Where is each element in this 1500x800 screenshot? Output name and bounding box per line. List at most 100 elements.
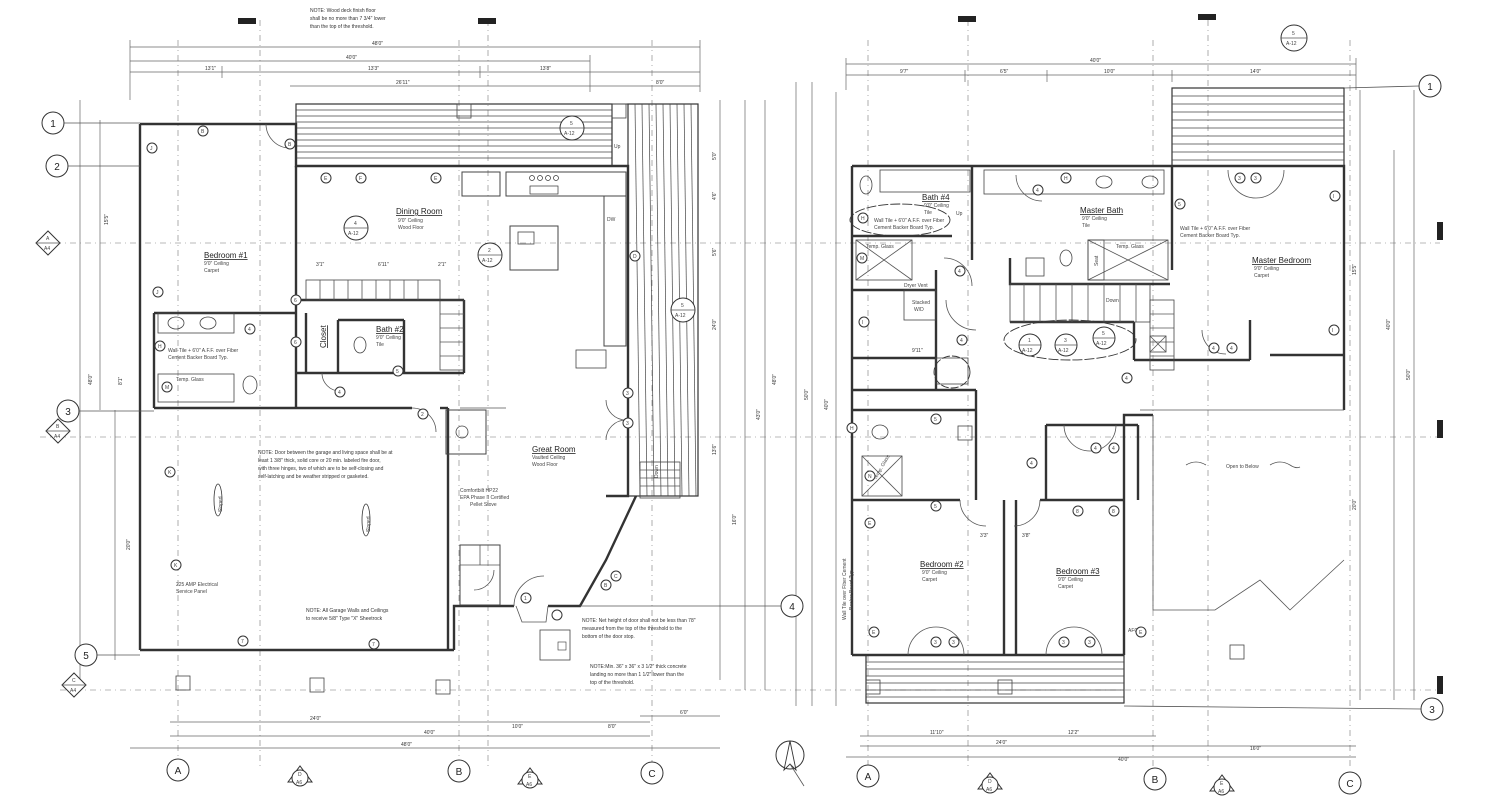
grid-row-label: 1: [1427, 82, 1433, 93]
section-marker: [238, 18, 256, 24]
room-ceiling: Vaulted Ceiling: [532, 455, 565, 461]
detail-number: 1: [1028, 338, 1031, 344]
section-marker: [1437, 420, 1443, 438]
dim-text: 9'7": [900, 69, 909, 75]
stove-label-line: EPA Phase II Certified: [460, 495, 509, 501]
window-tag: 1: [524, 596, 527, 602]
grid-col-label: C: [648, 769, 655, 780]
room-name: Closet: [319, 325, 328, 348]
grid-row-label: 2: [54, 162, 60, 173]
detail-sheet: A-12: [482, 258, 493, 264]
afci-label: AFCI: [1128, 628, 1139, 634]
door-tag: B: [604, 583, 608, 589]
section-letter: E: [528, 774, 532, 780]
section-marker: [1437, 676, 1443, 694]
dim-text: 4'6": [712, 191, 718, 200]
door-tag: E: [324, 176, 328, 182]
window-tag: 3: [1238, 176, 1241, 182]
dim-text: 16'0": [732, 514, 738, 525]
dim-text: 40'0": [1118, 757, 1129, 763]
dim-text: 9'11": [912, 348, 923, 354]
grid-col-label: A: [175, 766, 182, 777]
dim-text: 40'0": [346, 55, 357, 61]
door-tag: C: [614, 574, 618, 580]
tile-note-line: Wall Tile + 6'0" A.F.F. over Fiber: [168, 348, 239, 354]
room-floor: Tile: [376, 342, 384, 348]
landing-note-line: NOTE:Min. 36" x 36" x 3 1/2" thick concr…: [590, 664, 687, 670]
left-dimensions: 48'0" 40'0" 13'1" 13'3" 13'8" 26'11" 8'0…: [79, 40, 778, 749]
section-sheet: A6: [986, 787, 992, 793]
door-height-note-line: bottom of the door stop.: [582, 634, 635, 640]
dim-text: 13'8": [540, 66, 551, 72]
panel-label-line: Service Panel: [176, 589, 207, 595]
stair-label: Up: [956, 211, 963, 217]
section-sheet: A4: [44, 246, 50, 252]
section-sheet: A4: [70, 688, 76, 694]
room-name: Bedroom #3: [1056, 567, 1100, 576]
dim-text: 2'1": [438, 262, 447, 268]
dim-text: 10'0": [512, 724, 523, 730]
room-name: Master Bath: [1080, 206, 1123, 215]
stair-label: Down: [654, 465, 660, 478]
window-tag: 6: [294, 340, 297, 346]
window-tag: 7: [372, 642, 375, 648]
door-tag: E: [868, 521, 872, 527]
dim-text: 8'1": [118, 376, 124, 385]
door-tag: M: [165, 385, 169, 391]
door-tag: D: [633, 254, 637, 260]
right-bottom-deck: [865, 654, 1125, 704]
window-tag: 3: [626, 421, 629, 427]
grid-col-label: C: [1346, 779, 1353, 790]
dim-text: 40'0": [824, 399, 830, 410]
window-tag: 4: [1094, 446, 1097, 452]
dim-text: 6'11": [378, 262, 389, 268]
dim-text: 15'5": [1352, 264, 1358, 275]
dim-text: 13'3": [368, 66, 379, 72]
room-name: Bedroom #2: [920, 560, 964, 569]
window-tag: 6: [294, 298, 297, 304]
garage-slope-marks: Sloped Sloped: [213, 483, 372, 537]
dim-text: 13'6": [712, 444, 718, 455]
dim-text: 15'5": [104, 214, 110, 225]
window-tag: 3: [1088, 640, 1091, 646]
glass-label: Temp. Glass: [866, 244, 894, 250]
door-tag: F: [359, 176, 362, 182]
dim-text: 3'8": [1022, 533, 1031, 539]
detail-number: 5: [570, 121, 573, 127]
vertical-tile-note-line: Backer Board Typ.: [849, 569, 855, 610]
dim-text: 40'0": [1090, 58, 1101, 64]
room-name: Bedroom #1: [204, 251, 248, 260]
section-letter: D: [298, 772, 302, 778]
deck-note-line: shall be no more than 7 3/4" lower: [310, 16, 386, 22]
window-tag: 8: [1076, 509, 1079, 515]
room-floor: Tile: [1082, 223, 1090, 229]
grid-row-label: 3: [65, 407, 71, 418]
dim-text: 6'5": [1000, 69, 1009, 75]
garage-door-note-line: least 1 3/8" thick, solid core or 20 min…: [258, 458, 381, 464]
left-notes: NOTE: Wood deck finish floor shall be no…: [258, 8, 696, 686]
grid-row-label: 3: [1429, 705, 1435, 716]
dim-text: 13'1": [205, 66, 216, 72]
door-tag: E: [872, 630, 876, 636]
detail-sheet: A-12: [675, 313, 686, 319]
detail-sheet: A-12: [1058, 348, 1069, 354]
dim-text: 3'1": [316, 262, 325, 268]
door-tag: K: [168, 470, 172, 476]
detail-sheet: A-12: [564, 131, 575, 137]
window-tag: 4: [1230, 346, 1233, 352]
grid-col-label: B: [456, 767, 463, 778]
dim-text: 26'11": [396, 80, 410, 86]
tile-note-line: Wall Tile + 6'0" A.F.F. over Fiber: [1180, 226, 1251, 232]
room-floor: Wood Floor: [532, 462, 558, 468]
section-sheet: A6: [296, 780, 302, 786]
door-tag: E: [434, 176, 438, 182]
door-tag: I: [1332, 328, 1333, 334]
detail-sheet: A-12: [348, 231, 359, 237]
dim-text: 10'0": [1104, 69, 1115, 75]
room-ceiling: 9'0" Ceiling: [1058, 577, 1083, 583]
window-tag: 3: [1062, 640, 1065, 646]
window-tag: 4: [1112, 446, 1115, 452]
grid-row-label: 4: [789, 602, 795, 613]
left-doors: [265, 123, 627, 661]
